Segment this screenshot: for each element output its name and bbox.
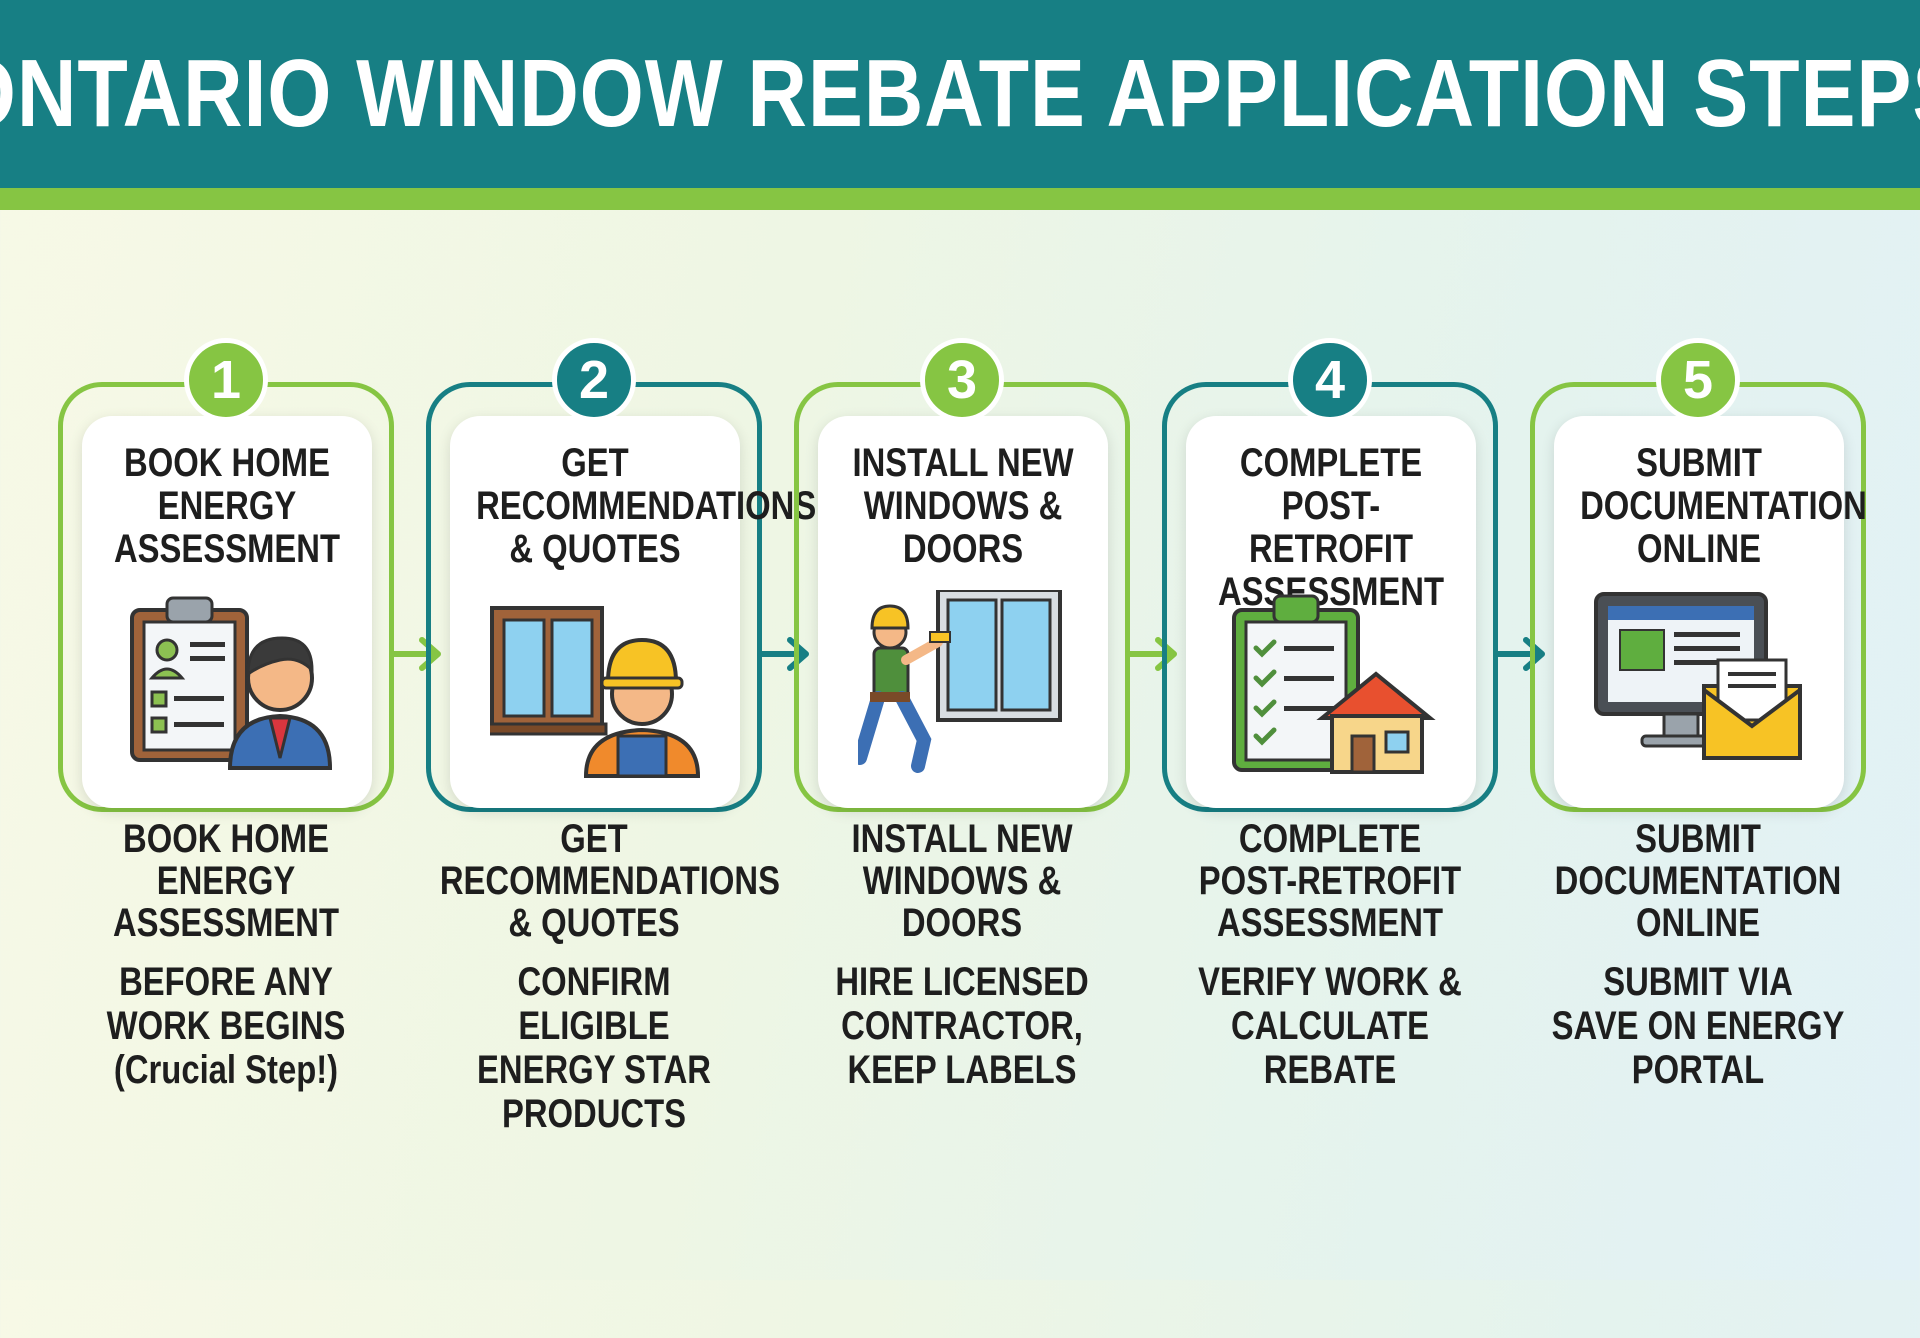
step-title: INSTALL NEW WINDOWS & DOORS	[851, 817, 1073, 945]
step-number-badge: 2	[552, 338, 636, 422]
step-card-title: GET RECOMMENDATIONS & QUOTES	[476, 441, 817, 571]
step-card-title: INSTALL NEW WINDOWS & DOORS	[852, 441, 1074, 571]
clipboard-advisor-icon	[122, 590, 333, 780]
installer-window-icon	[853, 588, 1068, 780]
step-description: VERIFY WORK & CALCULATE REBATE	[1198, 960, 1462, 1092]
step-card-title: BOOK HOME ENERGY ASSESSMENT	[113, 441, 340, 571]
step-title: BOOK HOME ENERGY ASSESSMENT	[112, 817, 339, 945]
step-2: 2 GET RECOMMENDATIONS & QUOTES GET RECOM…	[426, 338, 817, 1338]
step-number-badge: 5	[1656, 338, 1740, 422]
step-card-title: SUBMIT DOCUMENTATION ONLINE	[1580, 441, 1867, 571]
step-description: BEFORE ANY WORK BEGINS (Crucial Step!)	[106, 960, 346, 1092]
step-title: SUBMIT DOCUMENTATION ONLINE	[1554, 817, 1842, 945]
header-banner	[0, 0, 1920, 188]
step-description: HIRE LICENSED CONTRACTOR, KEEP LABELS	[835, 960, 1089, 1092]
window-worker-icon	[486, 590, 701, 780]
page-title: ONTARIO WINDOW REBATE APPLICATION STEPS	[0, 40, 1920, 147]
step-description: SUBMIT VIA SAVE ON ENERGY PORTAL	[1551, 960, 1845, 1092]
step-description: CONFIRM ELIGIBLE ENERGY STAR PRODUCTS	[477, 960, 711, 1136]
step-title: COMPLETE POST-RETROFIT ASSESSMENT	[1198, 817, 1462, 945]
step-number-badge: 1	[184, 338, 268, 422]
step-number-badge: 4	[1288, 338, 1372, 422]
step-3: 3 INSTALL NEW WINDOWS & DOORS INSTALL NE…	[794, 338, 1130, 1338]
step-card-title: COMPLETE POST-RETROFIT ASSESSMENT	[1217, 441, 1444, 614]
step-5: 5 SUBMIT DOCUMENTATION ONLINE SUBMIT DOC…	[1530, 338, 1867, 1338]
step-4: 4 COMPLETE POST-RETROFIT ASSESSMENT COMP…	[1162, 338, 1498, 1338]
step-number-badge: 3	[920, 338, 1004, 422]
step-title: GET RECOMMENDATIONS & QUOTES	[439, 817, 780, 945]
computer-envelope-icon	[1594, 590, 1804, 780]
header-accent-stripe	[0, 188, 1920, 210]
checklist-house-icon	[1226, 590, 1436, 780]
step-1: 1 BOOK HOME ENERGY ASSESSMENT BOOK HOME …	[58, 338, 394, 1338]
